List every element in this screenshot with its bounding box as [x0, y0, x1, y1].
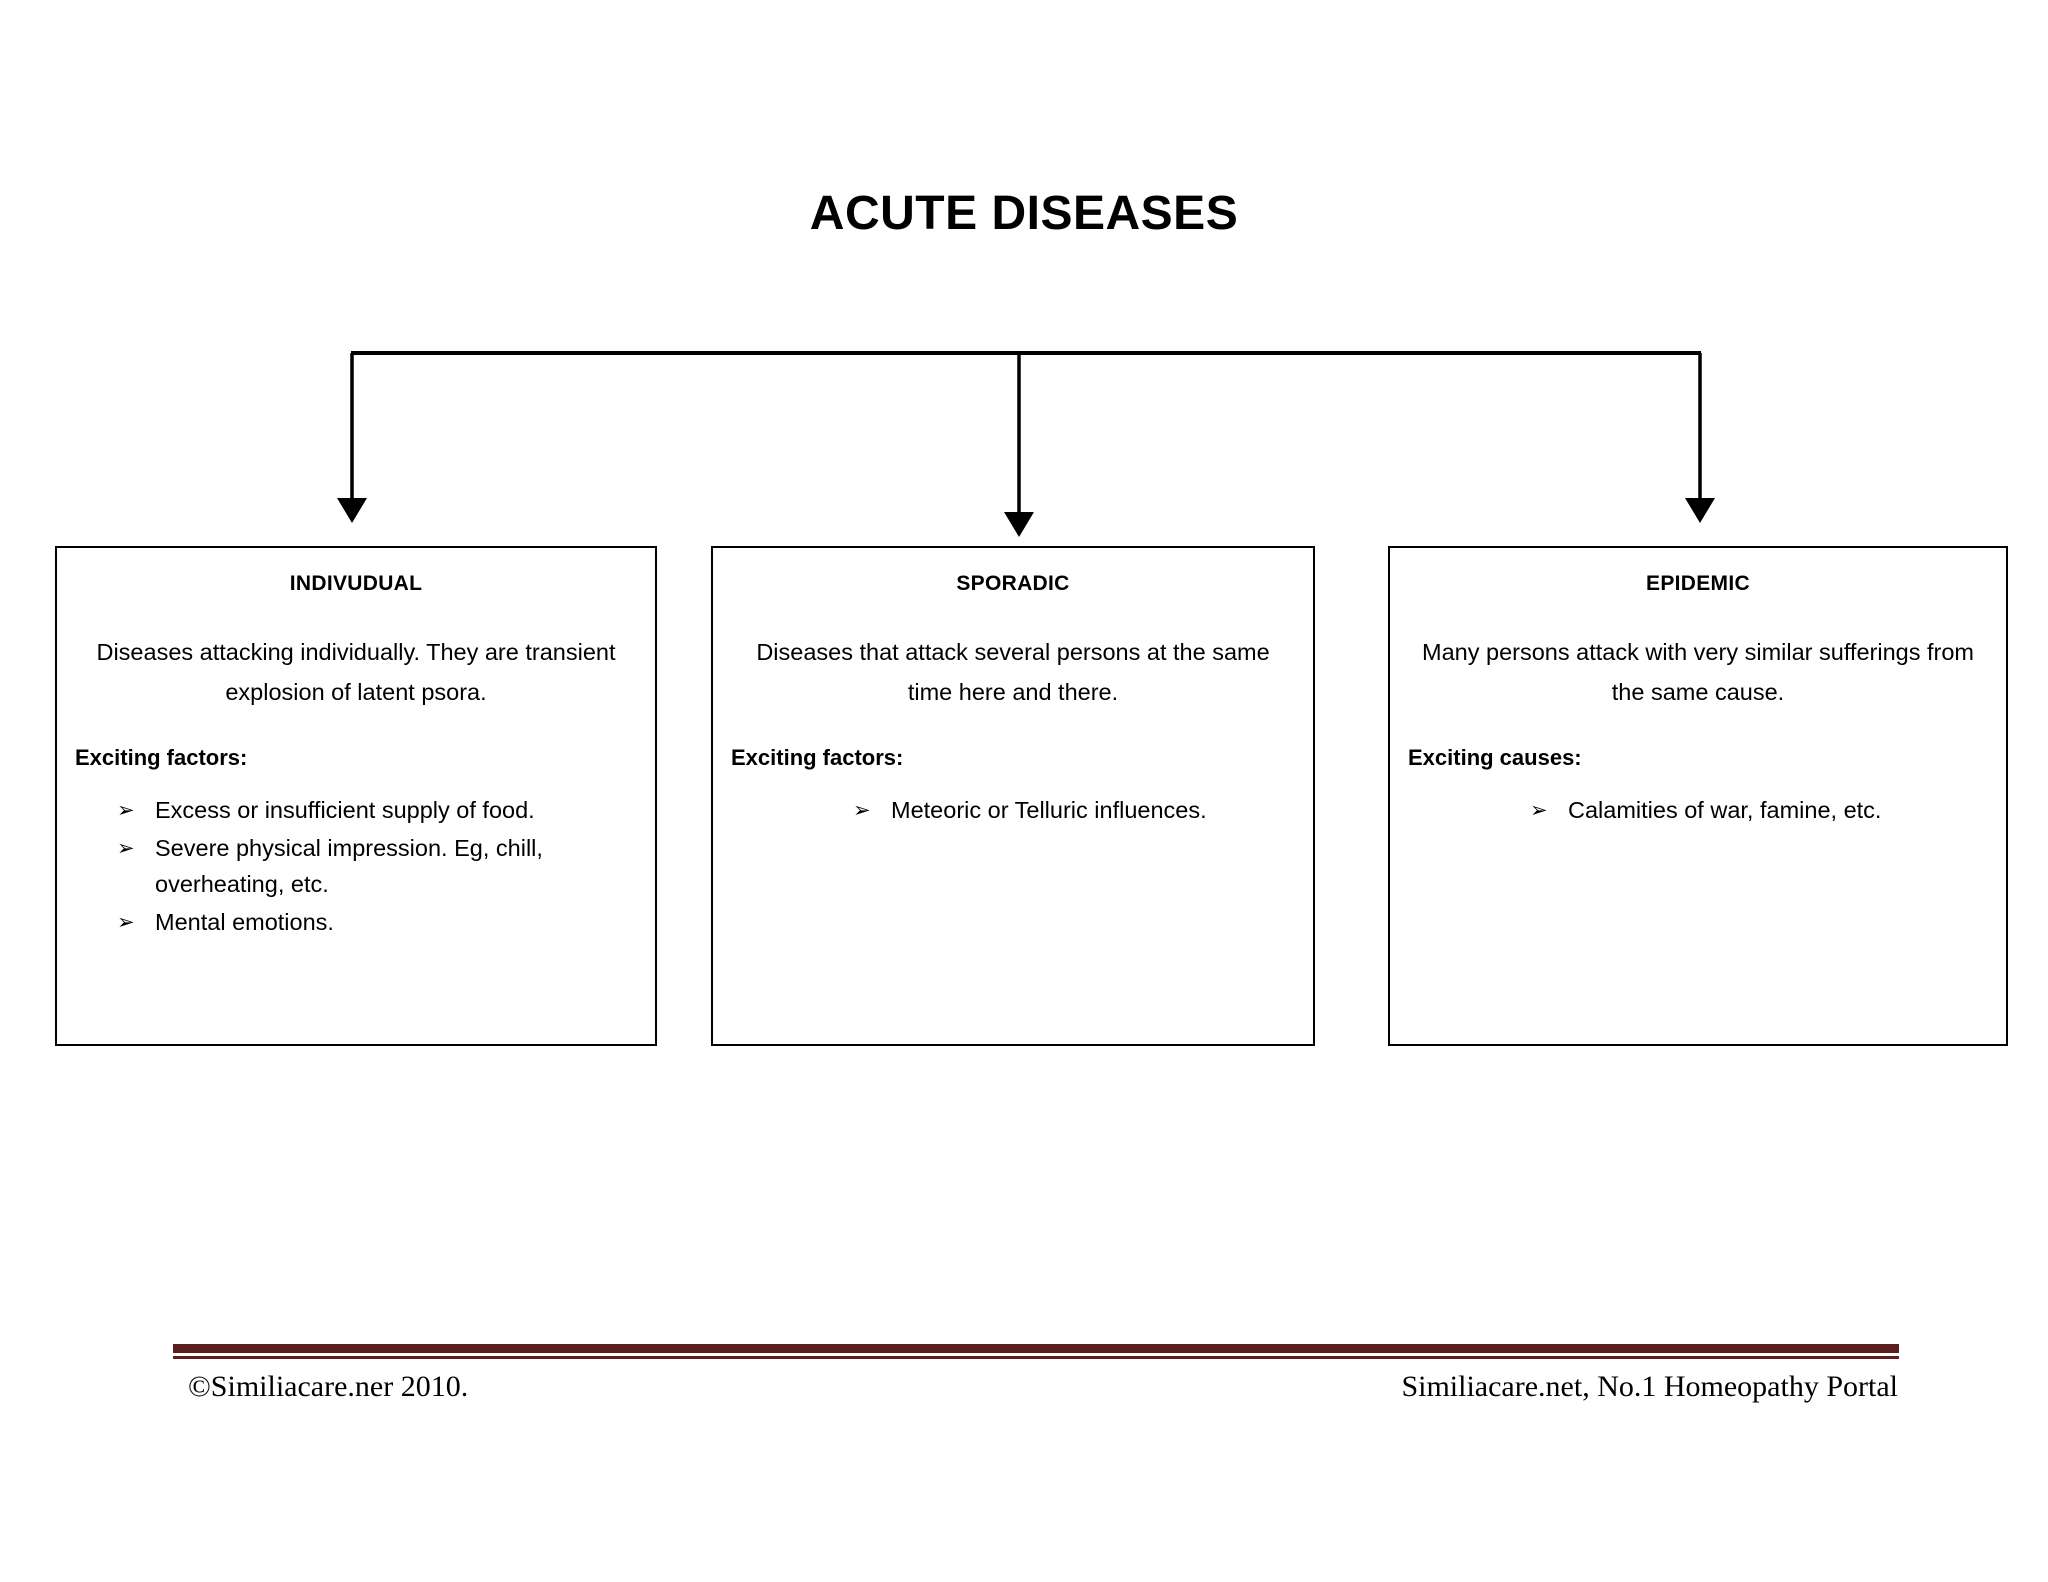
arrowhead-left [337, 498, 367, 523]
arrow-bullet-icon: ➢ [1530, 797, 1548, 822]
arrowhead-middle [1004, 512, 1034, 537]
arrow-bullet-icon: ➢ [117, 835, 135, 860]
category-description: Many persons attack with very similar su… [1422, 639, 1974, 706]
footer-rule-gap [173, 1353, 1899, 1356]
footer-copyright: ©Similiacare.ner 2010. [188, 1370, 469, 1403]
category-box-sporadic: SPORADIC Diseases that attack several pe… [711, 546, 1315, 1046]
list-item: ➢ Calamities of war, famine, etc. [1484, 793, 1992, 829]
exciting-factors-label: Exciting factors: [731, 744, 904, 770]
category-box-individual: INDIVUDUAL Diseases attacking individual… [55, 546, 657, 1046]
list-item: ➢ Excess or insufficient supply of food. [71, 793, 641, 829]
category-box-epidemic: EPIDEMIC Many persons attack with very s… [1388, 546, 2008, 1046]
page-title: ACUTE DISEASES [809, 187, 1239, 240]
list-item: ➢ Mental emotions. [71, 905, 641, 941]
list-item-text: Severe physical impression. Eg, chill, o… [155, 834, 543, 897]
list-item: ➢ Meteoric or Telluric influences. [807, 793, 1299, 829]
arrow-bullet-icon: ➢ [117, 797, 135, 822]
arrowhead-right [1685, 498, 1715, 523]
category-description: Diseases attacking individually. They ar… [96, 639, 616, 706]
footer-divider-rule [173, 1344, 1899, 1359]
list-item: ➢ Severe physical impression. Eg, chill,… [71, 831, 641, 903]
category-boxes-row: INDIVUDUAL Diseases attacking individual… [0, 546, 2048, 1046]
factors-list: ➢ Excess or insufficient supply of food.… [71, 793, 641, 941]
category-heading: INDIVUDUAL [289, 572, 423, 595]
factors-list: ➢ Meteoric or Telluric influences. [807, 793, 1299, 829]
list-item-text: Excess or insufficient supply of food. [155, 796, 535, 823]
arrow-bullet-icon: ➢ [117, 909, 135, 934]
list-item-text: Meteoric or Telluric influences. [891, 796, 1207, 823]
exciting-causes-label: Exciting causes: [1408, 744, 1582, 770]
exciting-factors-label: Exciting factors: [75, 744, 248, 770]
list-item-text: Mental emotions. [155, 908, 334, 935]
footer-site-tagline: Similiacare.net, No.1 Homeopathy Portal [1401, 1370, 1898, 1403]
category-heading: SPORADIC [956, 572, 1070, 595]
list-item-text: Calamities of war, famine, etc. [1568, 796, 1882, 823]
arrow-bullet-icon: ➢ [853, 797, 871, 822]
category-heading: EPIDEMIC [1646, 572, 1750, 595]
category-description: Diseases that attack several persons at … [756, 639, 1270, 706]
causes-list: ➢ Calamities of war, famine, etc. [1484, 793, 1992, 829]
footer-rule-thin [173, 1356, 1899, 1359]
footer-rule-thick [173, 1344, 1899, 1353]
